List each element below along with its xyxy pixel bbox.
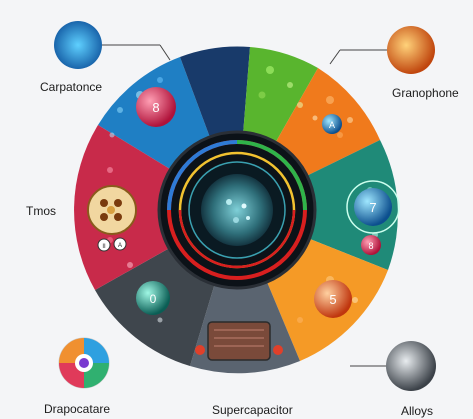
thumb-drapocatare — [59, 338, 109, 388]
left-chip-1-badge: II — [102, 244, 106, 250]
top-left-sphere: 8 — [136, 87, 176, 127]
top-right-sphere-badge: A — [329, 120, 335, 130]
right-sphere-large: 7 — [347, 181, 399, 233]
bottom-left-sphere-badge: 0 — [150, 292, 157, 306]
thumb-granophone — [330, 26, 435, 74]
core-sphere — [201, 174, 273, 246]
top-right-sphere: A — [322, 114, 342, 134]
bottom-right-sphere-badge: 5 — [329, 292, 336, 307]
right-sphere-small-badge: 8 — [368, 241, 373, 251]
center-hub — [159, 132, 315, 288]
right-sphere-large-badge: 7 — [369, 200, 376, 215]
label-alloys: Alloys — [401, 404, 433, 418]
label-tmos: Tmos — [26, 204, 56, 218]
bottom-left-sphere: 0 — [136, 281, 170, 315]
thumb-alloys — [350, 341, 436, 391]
bottom-right-sphere: 5 — [314, 280, 352, 318]
top-left-sphere-badge: 8 — [152, 100, 159, 115]
thumb-carpatonce — [54, 21, 170, 69]
supercapacitor-device — [195, 322, 283, 360]
label-drapocatare: Drapocatare — [44, 402, 110, 416]
left-chip-2-badge: A — [118, 243, 122, 249]
right-sphere-small: 8 — [361, 235, 381, 255]
left-lattice — [88, 186, 136, 234]
label-granophone: Granophone — [392, 86, 459, 100]
label-carpatonce: Carpatonce — [40, 80, 102, 94]
label-supercapacitor: Supercapacitor — [212, 403, 293, 417]
